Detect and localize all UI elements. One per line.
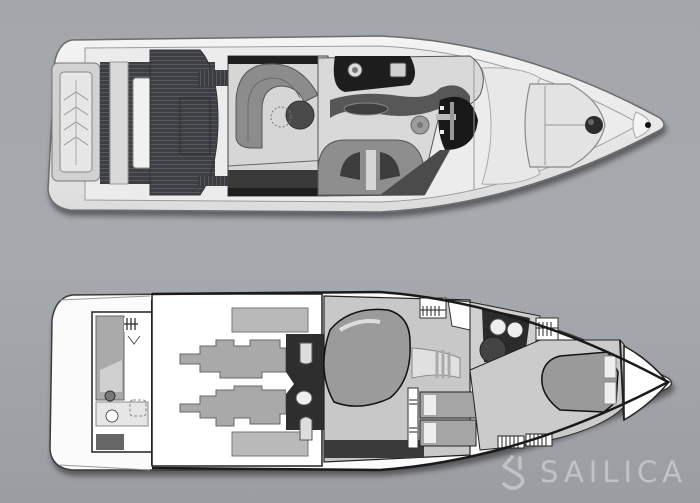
watermark-text: SAILICA: [540, 455, 688, 489]
sailica-logo-icon: [502, 455, 525, 490]
engine-room: [151, 293, 324, 467]
engine-starboard: [179, 385, 287, 427]
midship-cabin: [323, 295, 477, 463]
foredeck-sunpad: [473, 60, 651, 190]
tender-dinghy: [51, 62, 101, 182]
engine-port: [179, 339, 287, 379]
sailica-watermark: SAILICA: [498, 452, 687, 492]
vip-bow-cabin: [469, 339, 669, 451]
aft-cockpit-deck: [100, 49, 228, 196]
cockpit-seating-area: [227, 55, 329, 197]
crew-cabin: [91, 300, 153, 465]
helm-dinette-area: [317, 55, 484, 197]
lower-hull-outline: [151, 290, 671, 472]
